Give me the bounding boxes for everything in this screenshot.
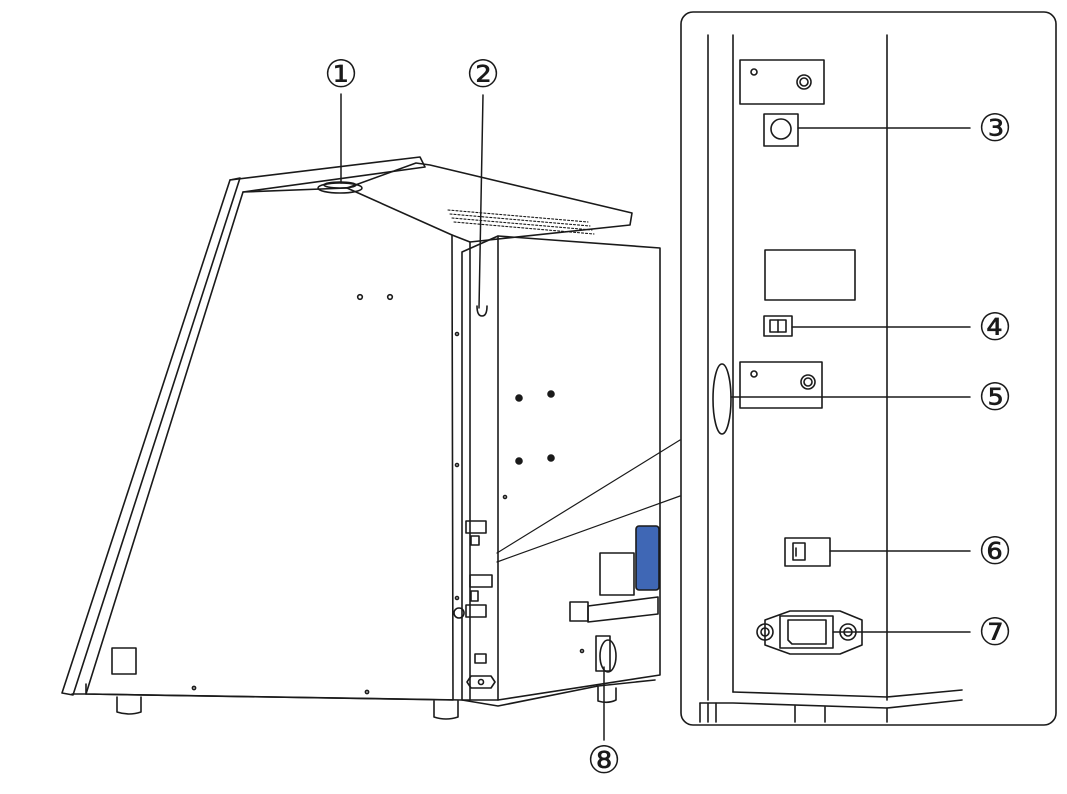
usb-port <box>763 315 793 337</box>
machine-side-panel <box>61 156 656 707</box>
callout-label: ③ <box>978 106 1012 150</box>
top-cap <box>317 181 363 194</box>
callout-label: ① <box>324 52 358 96</box>
callout-label: ⑥ <box>978 529 1012 573</box>
callout-label: ⑤ <box>978 375 1012 419</box>
callout-label: ④ <box>978 305 1012 349</box>
callout-label: ⑧ <box>587 738 621 782</box>
cable-hook <box>476 305 488 317</box>
power-inlet <box>764 610 863 655</box>
callout-label: ② <box>466 52 500 96</box>
callout-label: ⑦ <box>978 610 1012 654</box>
rear-panel-lower <box>569 525 660 673</box>
round-port <box>763 113 799 147</box>
highlighted-label-plate <box>635 525 660 591</box>
machine-feet <box>116 686 617 720</box>
detail-panel-drawing <box>699 34 963 723</box>
detail-panel-frame <box>680 11 1057 726</box>
cover-plate-middle <box>739 361 823 409</box>
vent-slots <box>447 209 595 235</box>
side-knob <box>712 363 732 435</box>
zoom-leader-lines <box>496 439 681 563</box>
callout-leaders <box>340 93 971 741</box>
power-switch <box>784 537 831 567</box>
rear-panel <box>453 235 661 701</box>
cover-plate-top <box>739 59 825 105</box>
